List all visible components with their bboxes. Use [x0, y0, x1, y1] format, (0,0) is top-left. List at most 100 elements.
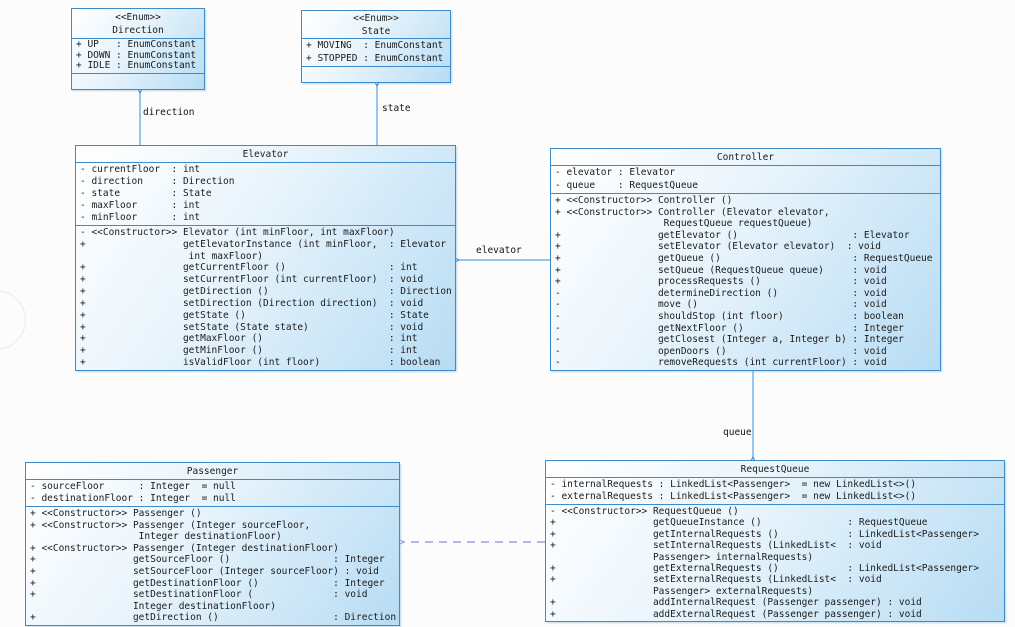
member-line: + getState () : State — [80, 309, 429, 321]
member-line: - sourceFloor : Integer = null — [30, 481, 236, 492]
member-line: - removeRequests (int currentFloor) : vo… — [555, 357, 887, 369]
member-line: - externalRequests : LinkedList<Passenge… — [550, 491, 917, 502]
member-line: - elevator : Elevator — [555, 167, 676, 178]
member-line: + getDirection () : Direction — [80, 286, 452, 298]
class-box-direction-enum[interactable]: <<Enum>>Direction+ UP : EnumConstant+ DO… — [71, 8, 205, 90]
member-line: + setQueue (RequestQueue queue) : void — [555, 264, 887, 276]
member-line: + <<Constructor>> Passenger (Integer des… — [30, 542, 339, 554]
class-title-line: Passenger — [186, 465, 239, 477]
attributes-compartment: - currentFloor : int- direction : Direct… — [76, 162, 455, 225]
member-line: + getExternalRequests () : LinkedList<Pa… — [550, 563, 979, 575]
class-title-line: Direction — [112, 24, 164, 36]
class-title-line: RequestQueue — [740, 463, 810, 475]
connector-label: direction — [143, 107, 195, 118]
class-title-line: Controller — [716, 151, 775, 163]
member-line: + addInternalRequest (Passenger passenge… — [550, 597, 922, 609]
member-line: + <<Constructor>> Passenger () — [30, 508, 202, 519]
member-line: + getElevatorInstance (int minFloor, : E… — [80, 238, 447, 250]
attributes-compartment: - sourceFloor : Integer = null- destinat… — [26, 479, 399, 506]
member-line: + <<Constructor>> Controller (Elevator e… — [555, 206, 830, 218]
class-box-controller[interactable]: Controller - elevator : Elevator- queue :… — [550, 148, 941, 371]
member-line: + addExternalRequest (Passenger passenge… — [550, 608, 922, 620]
member-line: + setExternalRequests (LinkedList< : voi… — [550, 574, 882, 586]
member-line: + DOWN : EnumConstant — [76, 49, 197, 61]
methods-compartment: - <<Constructor>> RequestQueue ()+ getQu… — [546, 504, 1004, 621]
member-line: - currentFloor : int — [80, 164, 201, 175]
connector-label: state — [382, 103, 411, 114]
member-line: - getClosest (Integer a, Integer b) : In… — [555, 334, 904, 346]
connector-label: queue — [723, 427, 752, 438]
member-line: + getInternalRequests () : LinkedList<Pa… — [550, 528, 979, 540]
member-line: - <<Constructor>> RequestQueue () — [550, 506, 739, 517]
methods-compartment: + <<Constructor>> Passenger ()+ <<Constr… — [26, 506, 399, 625]
methods-compartment — [72, 73, 204, 89]
member-line: + setDirection (Direction direction) : v… — [80, 297, 424, 309]
class-title-line: <<Enum>> — [353, 12, 399, 24]
member-line: - internalRequests : LinkedList<Passenge… — [550, 479, 917, 490]
class-box-requestqueue[interactable]: RequestQueue - internalRequests : LinkedL… — [545, 460, 1005, 622]
attributes-compartment: + UP : EnumConstant+ DOWN : EnumConstant… — [72, 38, 204, 73]
member-line: + setElevator (Elevator elevator) : void — [555, 241, 882, 253]
member-line: - queue : RequestQueue — [555, 179, 698, 191]
class-title-controller: Controller — [551, 149, 940, 165]
member-line: + processRequests () : void — [555, 276, 887, 288]
class-title-state-enum: <<Enum>>State — [302, 11, 450, 38]
edge-artifact-circle — [0, 290, 26, 350]
member-line: + getDestinationFloor () : Integer — [30, 577, 385, 589]
member-line: + <<Constructor>> Passenger (Integer sou… — [30, 519, 311, 531]
member-line: Passenger> internalRequests) — [550, 551, 814, 563]
class-title-direction-enum: <<Enum>>Direction — [72, 9, 204, 38]
member-line: + IDLE : EnumConstant — [76, 60, 197, 72]
member-line: + getMaxFloor () : int — [80, 333, 418, 345]
member-line: - maxFloor : int — [80, 200, 201, 211]
member-line: - <<Constructor>> Elevator (int minFloor… — [80, 227, 395, 238]
member-line: + setSourceFloor (Integer sourceFloor) :… — [30, 565, 379, 577]
member-line: - move () : void — [555, 299, 887, 311]
member-line: + setDestinationFloor ( : void — [30, 589, 368, 601]
class-box-state-enum[interactable]: <<Enum>>State+ MOVING : EnumConstant+ ST… — [301, 10, 451, 83]
class-title-passenger: Passenger — [26, 463, 399, 479]
member-line: + UP : EnumConstant — [76, 39, 197, 50]
member-line: - getNextFloor () : Integer — [555, 322, 904, 334]
member-line: + isValidFloor (int floor) : boolean — [80, 357, 441, 369]
class-box-passenger[interactable]: Passenger - sourceFloor : Integer = null-… — [25, 462, 400, 626]
member-line: - minFloor : int — [80, 212, 201, 223]
member-line: - direction : Direction — [80, 176, 235, 187]
class-title-line: <<Enum>> — [115, 11, 161, 23]
methods-compartment: - <<Constructor>> Elevator (int minFloor… — [76, 225, 455, 370]
methods-compartment — [302, 66, 450, 82]
connector-label: elevator — [476, 245, 522, 256]
member-line: + setState (State state) : void — [80, 321, 424, 333]
member-line: + MOVING : EnumConstant — [306, 40, 444, 51]
member-line: - state : State — [80, 188, 212, 199]
member-line: + setInternalRequests (LinkedList< : voi… — [550, 540, 882, 552]
member-line: int maxFloor) — [80, 250, 264, 262]
attributes-compartment: - elevator : Elevator- queue : RequestQu… — [551, 165, 940, 193]
member-line: + getElevator () : Elevator — [555, 229, 910, 241]
member-line: + getSourceFloor () : Integer — [30, 554, 385, 566]
class-title-line: Elevator — [242, 148, 289, 160]
member-line: + <<Constructor>> Controller () — [555, 195, 733, 206]
member-line: Integer destinationFloor) — [30, 600, 276, 612]
class-box-elevator[interactable]: Elevator - currentFloor : int- direction … — [75, 145, 456, 371]
member-line: - determineDirection () : void — [555, 287, 887, 299]
methods-compartment: + <<Constructor>> Controller ()+ <<Const… — [551, 193, 940, 370]
member-line: + getQueueInstance () : RequestQueue — [550, 517, 928, 529]
member-line: - openDoors () : void — [555, 345, 887, 357]
member-line: + getMinFloor () : int — [80, 345, 418, 357]
class-title-requestqueue: RequestQueue — [546, 461, 1004, 477]
member-line: + getCurrentFloor () : int — [80, 262, 418, 274]
member-line: + STOPPED : EnumConstant — [306, 52, 444, 64]
member-line: - shouldStop (int floor) : boolean — [555, 310, 904, 322]
member-line: RequestQueue requestQueue) — [555, 218, 813, 230]
member-line: + getQueue () : RequestQueue — [555, 252, 933, 264]
member-line: + getDirection () : Direction — [30, 612, 397, 624]
class-title-elevator: Elevator — [76, 146, 455, 162]
member-line: - destinationFloor : Integer = null — [30, 493, 236, 504]
member-line: + setCurrentFloor (int currentFloor) : v… — [80, 274, 424, 286]
member-line: Passenger> externalRequests) — [550, 585, 814, 597]
attributes-compartment: + MOVING : EnumConstant+ STOPPED : EnumC… — [302, 38, 450, 66]
class-title-line: State — [361, 25, 391, 37]
attributes-compartment: - internalRequests : LinkedList<Passenge… — [546, 477, 1004, 504]
